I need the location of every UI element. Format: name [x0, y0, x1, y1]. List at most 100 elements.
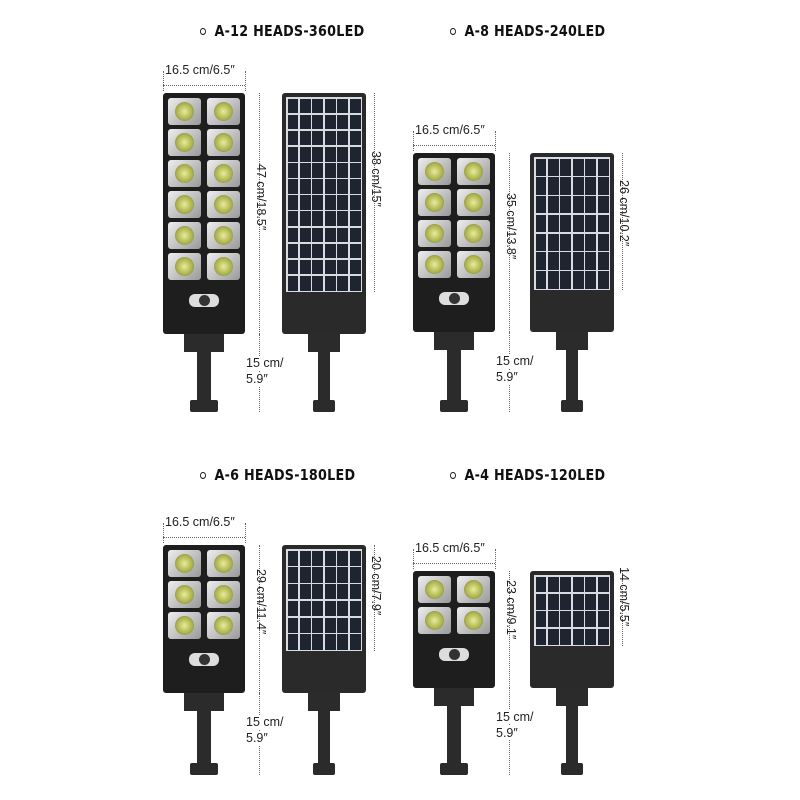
solar-cell	[597, 177, 609, 195]
dimension-line	[163, 523, 164, 543]
solar-cell	[299, 259, 311, 275]
solar-cell	[597, 593, 609, 610]
solar-cell	[312, 259, 324, 275]
bullet-icon	[200, 28, 206, 35]
solar-cell	[299, 227, 311, 243]
solar-cell	[535, 271, 547, 289]
solar-cell	[287, 114, 299, 130]
solar-cell	[535, 593, 547, 610]
solar-cell	[547, 611, 559, 628]
solar-cell	[324, 567, 336, 583]
solar-cell	[349, 584, 361, 600]
solar-cell	[572, 271, 584, 289]
solar-cell	[572, 214, 584, 233]
pole-label-line2: 5.9″	[496, 370, 518, 384]
dimension-line	[259, 693, 260, 775]
solar-cell	[572, 611, 584, 628]
solar-cell	[324, 634, 336, 650]
solar-cell	[324, 617, 336, 633]
solar-panel	[282, 93, 366, 334]
solar-cell	[299, 179, 311, 194]
solar-cell	[560, 233, 572, 251]
led-head	[168, 191, 201, 218]
dimension-line	[374, 545, 375, 651]
led-head	[168, 550, 201, 577]
solar-cells	[534, 575, 610, 646]
solar-cell	[560, 196, 572, 214]
title-text: A-12 HEADS-360LED	[214, 22, 365, 40]
solar-cell	[585, 252, 597, 270]
dimension-line	[259, 545, 260, 693]
solar-cell	[324, 211, 336, 226]
solar-cell	[299, 634, 311, 650]
lamp-front	[163, 545, 245, 693]
solar-cell	[585, 233, 597, 251]
solar-cell	[337, 550, 349, 566]
dimension-line	[413, 563, 495, 564]
solar-cell	[572, 196, 584, 214]
solar-cell	[287, 567, 299, 583]
solar-cell	[349, 163, 361, 178]
solar-cell	[299, 275, 311, 291]
solar-cell	[337, 227, 349, 243]
solar-cell	[349, 259, 361, 275]
solar-cell	[585, 271, 597, 289]
panel-size-label: 20 cm/7.9″	[369, 556, 383, 616]
solar-cell	[560, 628, 572, 645]
solar-cell	[337, 617, 349, 633]
solar-cell	[572, 628, 584, 645]
solar-cell	[299, 550, 311, 566]
pole-label-line2: 5.9″	[496, 726, 518, 740]
solar-cell	[312, 550, 324, 566]
solar-cell	[597, 214, 609, 233]
solar-cell	[337, 179, 349, 194]
solar-cell	[299, 130, 311, 146]
solar-cell	[337, 130, 349, 146]
panel-size-label: 26 cm/10.2″	[617, 179, 631, 246]
solar-cell	[312, 195, 324, 210]
dimension-line	[509, 688, 510, 775]
solar-cell	[299, 584, 311, 600]
solar-cell	[572, 158, 584, 176]
solar-cell	[299, 211, 311, 226]
solar-cell	[287, 163, 299, 178]
solar-cell	[287, 227, 299, 243]
solar-cell	[312, 634, 324, 650]
led-head	[207, 98, 240, 125]
solar-cell	[597, 271, 609, 289]
solar-cell	[312, 146, 324, 162]
solar-cell	[597, 576, 609, 593]
solar-cell	[535, 158, 547, 176]
led-head	[168, 612, 201, 639]
solar-cell	[597, 158, 609, 176]
solar-cell	[547, 593, 559, 610]
dimension-line	[163, 537, 245, 538]
led-head	[207, 160, 240, 187]
solar-cell	[337, 195, 349, 210]
pole-label-line1: 15 cm/	[246, 715, 284, 729]
solar-cell	[535, 628, 547, 645]
dimension-line	[495, 131, 496, 151]
dimension-line	[259, 334, 260, 412]
dimension-line	[622, 571, 623, 646]
solar-cell	[337, 600, 349, 616]
solar-cell	[547, 177, 559, 195]
solar-cells	[286, 97, 362, 292]
solar-cell	[535, 611, 547, 628]
led-head	[418, 576, 451, 603]
led-head	[418, 189, 451, 216]
pole-foot	[440, 763, 468, 775]
solar-cell	[535, 177, 547, 195]
pole-foot	[313, 400, 335, 412]
led-head	[457, 189, 490, 216]
solar-cell	[547, 196, 559, 214]
led-head	[457, 158, 490, 185]
led-head	[207, 253, 240, 280]
solar-cell	[324, 163, 336, 178]
solar-cell	[312, 179, 324, 194]
dimension-line	[259, 93, 260, 334]
solar-cell	[287, 600, 299, 616]
solar-cell	[547, 158, 559, 176]
